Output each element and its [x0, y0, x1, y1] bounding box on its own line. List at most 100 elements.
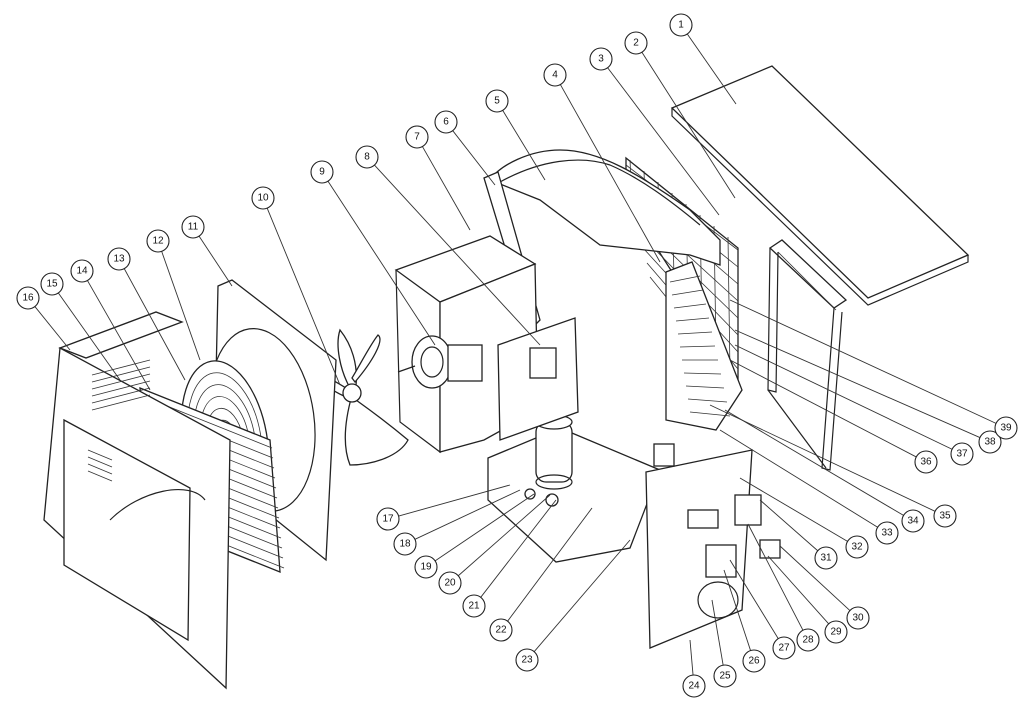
evaporator-coil — [665, 261, 743, 431]
callout-number: 29 — [830, 627, 842, 638]
callout-number: 33 — [881, 528, 893, 539]
leader-line-17 — [398, 484, 511, 517]
leader-line-8 — [374, 164, 541, 346]
callout-31: 31 — [814, 546, 838, 570]
callout-number: 10 — [257, 193, 269, 204]
callout-4: 4 — [543, 63, 567, 87]
callout-20: 20 — [438, 571, 462, 595]
callout-12: 12 — [146, 229, 170, 253]
leader-line-35 — [709, 404, 936, 512]
callout-29: 29 — [824, 620, 848, 644]
callout-number: 13 — [113, 254, 125, 265]
compressor — [524, 414, 573, 507]
callout-35: 35 — [933, 504, 957, 528]
leader-line-1 — [686, 33, 737, 105]
leader-line-16 — [34, 306, 71, 351]
callout-number: 11 — [188, 222, 199, 233]
callout-number: 20 — [444, 578, 456, 589]
leader-line-30 — [779, 545, 851, 611]
fan-motor — [397, 335, 483, 389]
callout-number: 1 — [678, 20, 684, 31]
leader-line-20 — [457, 494, 551, 577]
leader-line-18 — [414, 489, 521, 540]
leader-line-24 — [689, 639, 694, 676]
callout-number: 36 — [920, 457, 932, 468]
callout-11: 11 — [181, 215, 205, 239]
leader-line-23 — [533, 539, 631, 652]
callout-3: 3 — [589, 47, 613, 71]
callout-2: 2 — [624, 31, 648, 55]
electrical-box — [497, 317, 579, 441]
top-cover-panel — [670, 65, 970, 306]
leader-line-37 — [734, 344, 953, 450]
callout-19: 19 — [414, 555, 438, 579]
callout-13: 13 — [107, 247, 131, 271]
callout-17: 17 — [376, 507, 400, 531]
callout-number: 32 — [851, 542, 863, 553]
callout-number: 17 — [382, 514, 394, 525]
callout-number: 25 — [719, 671, 731, 682]
callout-8: 8 — [355, 145, 379, 169]
callout-10: 10 — [251, 186, 275, 210]
callout-21: 21 — [462, 594, 486, 618]
callout-34: 34 — [901, 509, 925, 533]
leader-line-38 — [734, 329, 981, 438]
leader-line-11 — [198, 235, 233, 287]
callout-number: 3 — [598, 54, 604, 65]
leader-line-36 — [729, 359, 917, 458]
callout-22: 22 — [489, 618, 513, 642]
leader-line-33 — [719, 429, 878, 528]
callout-number: 30 — [852, 613, 864, 624]
callout-6: 6 — [434, 110, 458, 134]
callout-number: 19 — [420, 562, 432, 573]
leader-line-22 — [507, 507, 593, 622]
leader-line-31 — [759, 499, 819, 552]
callout-18: 18 — [393, 532, 417, 556]
leader-line-7 — [422, 146, 471, 231]
leader-line-15 — [57, 292, 121, 381]
leader-line-32 — [739, 477, 848, 542]
callout-number: 27 — [778, 643, 790, 654]
callout-9: 9 — [310, 160, 334, 184]
leader-line-29 — [767, 555, 830, 625]
callout-number: 23 — [521, 655, 533, 666]
callout-number: 22 — [495, 625, 507, 636]
leader-line-4 — [559, 84, 661, 263]
callout-number: 9 — [319, 167, 325, 178]
leader-line-10 — [266, 208, 341, 386]
leader-line-3 — [607, 67, 720, 216]
callout-24: 24 — [682, 674, 706, 698]
leader-line-9 — [327, 180, 436, 346]
callout-number: 8 — [364, 152, 370, 163]
callout-32: 32 — [845, 535, 869, 559]
callout-number: 5 — [494, 96, 500, 107]
callout-number: 37 — [956, 449, 968, 460]
leader-line-5 — [502, 110, 546, 181]
callout-number: 2 — [633, 38, 639, 49]
callout-26: 26 — [742, 649, 766, 673]
callout-number: 35 — [939, 511, 951, 522]
callout-27: 27 — [772, 636, 796, 660]
callout-25: 25 — [713, 664, 737, 688]
callout-number: 24 — [688, 681, 700, 692]
leader-line-26 — [723, 569, 751, 651]
leader-line-21 — [480, 499, 557, 598]
callout-number: 31 — [820, 553, 832, 564]
callout-30: 30 — [846, 606, 870, 630]
callout-number: 39 — [1000, 423, 1012, 434]
leader-line-34 — [724, 409, 904, 516]
callout-number: 38 — [984, 437, 996, 448]
callout-7: 7 — [405, 125, 429, 149]
leader-line-12 — [161, 251, 201, 361]
control-panel — [645, 443, 781, 649]
callout-number: 16 — [22, 293, 34, 304]
leader-line-14 — [87, 280, 151, 391]
leader-line-27 — [729, 559, 779, 639]
callout-number: 15 — [46, 279, 58, 290]
callout-39: 39 — [994, 416, 1018, 440]
callout-number: 28 — [802, 635, 814, 646]
leader-line-19 — [434, 493, 535, 562]
callout-number: 21 — [468, 601, 480, 612]
